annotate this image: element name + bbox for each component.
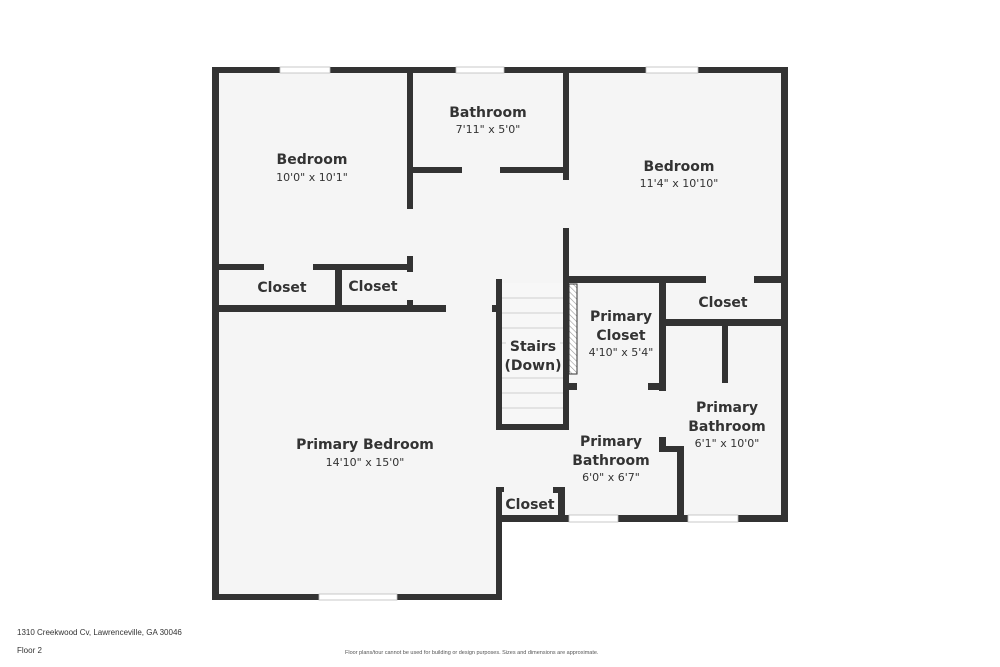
disclaimer: Floor plans/tour cannot be used for buil…	[345, 650, 599, 656]
room-label-closet-ne: Closet	[698, 295, 748, 311]
room-label-closet-small: Closet	[505, 497, 555, 513]
room-label-closet-left: Closet	[257, 280, 307, 296]
stair-railing	[568, 283, 578, 375]
room-label-closet-mid: Closet	[348, 279, 398, 295]
svg-text:Closet: Closet	[505, 497, 555, 513]
svg-text:4'10" x 5'4": 4'10" x 5'4"	[589, 346, 654, 359]
svg-text:(Down): (Down)	[505, 358, 562, 374]
floor-label: Floor 2	[17, 646, 42, 655]
svg-text:Bathroom: Bathroom	[688, 419, 766, 435]
svg-text:11'4" x 10'10": 11'4" x 10'10"	[640, 177, 719, 190]
room-label-primary-bathroom-center: Primary Bathroom 6'0" x 6'7"	[572, 434, 650, 484]
svg-text:Primary: Primary	[580, 434, 642, 450]
svg-text:7'11" x 5'0": 7'11" x 5'0"	[456, 123, 521, 136]
room-label-primary-bathroom-right: Primary Bathroom 6'1" x 10'0"	[688, 400, 766, 450]
svg-text:6'0" x 6'7": 6'0" x 6'7"	[582, 471, 640, 484]
property-address: 1310 Creekwood Cv, Lawrenceville, GA 300…	[17, 628, 182, 637]
svg-text:Closet: Closet	[257, 280, 307, 296]
room-label-primary-closet: Primary Closet 4'10" x 5'4"	[589, 309, 654, 359]
windows	[279, 66, 739, 601]
window	[568, 514, 619, 523]
room-label-primary-bedroom: Primary Bedroom 14'10" x 15'0"	[296, 437, 434, 469]
window	[645, 66, 699, 74]
room-label-bathroom: Bathroom 7'11" x 5'0"	[449, 105, 527, 136]
svg-text:Primary: Primary	[696, 400, 758, 416]
window	[318, 593, 398, 601]
room-label-bedroom-nw: Bedroom 10'0" x 10'1"	[276, 152, 348, 184]
room-label-bedroom-ne: Bedroom 11'4" x 10'10"	[640, 159, 719, 190]
svg-text:Primary Bedroom: Primary Bedroom	[296, 437, 434, 453]
svg-text:6'1" x 10'0": 6'1" x 10'0"	[695, 437, 760, 450]
window	[279, 66, 331, 74]
svg-text:Bathroom: Bathroom	[572, 453, 650, 469]
svg-text:Primary: Primary	[590, 309, 652, 325]
svg-text:Bedroom: Bedroom	[277, 152, 348, 168]
window	[455, 66, 505, 74]
svg-text:Stairs: Stairs	[510, 339, 556, 355]
svg-text:10'0" x 10'1": 10'0" x 10'1"	[276, 171, 348, 184]
svg-text:Closet: Closet	[596, 328, 646, 344]
svg-text:Closet: Closet	[348, 279, 398, 295]
svg-text:Bathroom: Bathroom	[449, 105, 527, 121]
window	[687, 514, 739, 523]
svg-text:14'10" x 15'0": 14'10" x 15'0"	[326, 456, 405, 469]
room-label-stairs: Stairs (Down)	[505, 337, 562, 375]
svg-text:Bedroom: Bedroom	[644, 159, 715, 175]
svg-text:Closet: Closet	[698, 295, 748, 311]
